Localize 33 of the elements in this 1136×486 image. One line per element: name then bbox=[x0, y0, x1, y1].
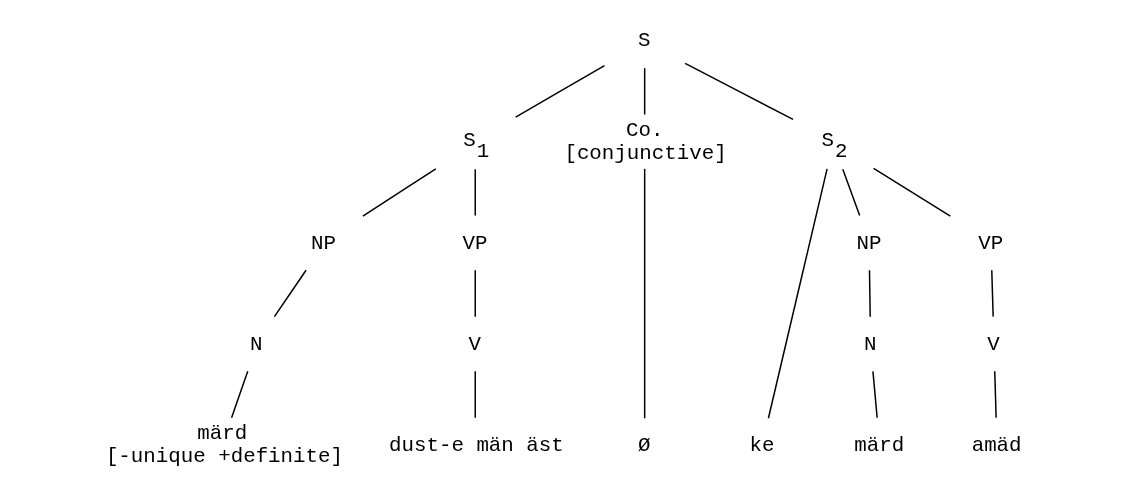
connector bbox=[514, 64, 605, 118]
node-text: amäd bbox=[971, 433, 1022, 457]
connector bbox=[767, 168, 828, 420]
node-text: dust-e män äst bbox=[388, 433, 564, 457]
node-text: NP bbox=[310, 231, 336, 255]
connector bbox=[871, 370, 878, 419]
node-text: S bbox=[637, 29, 650, 53]
node-text: V bbox=[468, 332, 481, 356]
node-text: Ø bbox=[637, 433, 650, 457]
node-text: Co. [conjunctive] bbox=[563, 119, 727, 165]
connector bbox=[643, 67, 645, 116]
node-text: märd bbox=[853, 433, 904, 457]
node-text: VP bbox=[977, 231, 1003, 255]
connector bbox=[993, 370, 997, 419]
connector bbox=[872, 167, 951, 217]
connector bbox=[868, 269, 871, 318]
node-text: märd [-unique +definite] bbox=[105, 422, 343, 468]
connector bbox=[273, 269, 307, 318]
connector bbox=[643, 168, 645, 420]
node-text: VP bbox=[462, 231, 488, 255]
connector bbox=[474, 269, 476, 318]
connector bbox=[230, 370, 248, 419]
connector bbox=[361, 168, 437, 217]
node-text: N bbox=[249, 332, 263, 356]
connector bbox=[841, 168, 860, 217]
connector bbox=[990, 269, 994, 318]
connector bbox=[474, 168, 476, 217]
connector bbox=[474, 370, 476, 419]
node-text: NP bbox=[855, 231, 881, 255]
node-text: V bbox=[986, 332, 1000, 356]
node-text: N bbox=[863, 332, 876, 356]
node-text: ke bbox=[748, 433, 774, 457]
connector bbox=[683, 62, 794, 121]
